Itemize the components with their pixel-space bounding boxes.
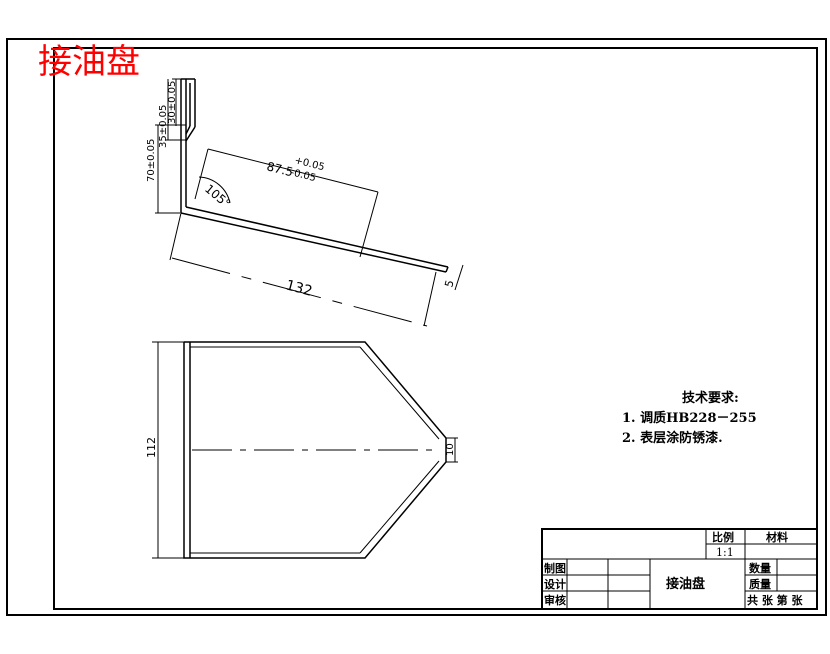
lip-bend-a [185, 125, 191, 135]
stamp-title: 接油盘 [38, 42, 140, 82]
tb-sheet-info: 共 张 第 张 [747, 593, 803, 607]
dim-87-ext-right [359, 191, 379, 258]
tb-drawn-label: 制图 [544, 561, 566, 575]
dim-132-line [171, 257, 428, 327]
plate-top-line [185, 206, 449, 268]
dim-132-ext-left [169, 212, 182, 261]
angle-arc [198, 176, 231, 204]
tb-scale-label: 比例 [712, 530, 734, 544]
dim-5-label: 5 [442, 279, 456, 289]
title-block-border [541, 528, 818, 610]
tech-heading: 技术要求: [682, 390, 739, 406]
dim-87-label: 87.5 [265, 159, 294, 179]
tb-scale-value: 1:1 [716, 546, 734, 559]
lip-bend-b [185, 126, 196, 142]
tb-review-label: 审核 [544, 593, 566, 607]
angle-label: 105° [202, 182, 233, 211]
pan-slope-inner-top [359, 346, 440, 440]
plan-view: 112 10 [145, 341, 458, 559]
dim-30-label: 30±0.05 [167, 81, 178, 124]
dim-87-ext-left [194, 148, 209, 200]
dim-87-line [207, 148, 379, 193]
plate-bottom-line [180, 212, 447, 273]
pan-slope-inner-bottom [359, 460, 440, 554]
dim-132-ext-right [423, 271, 437, 327]
tb-weight-label: 质量 [749, 577, 771, 591]
dim-5-line [454, 264, 464, 291]
plate-end-edge [445, 266, 449, 273]
title-block: 比例 材料 1:1 制图 设计 审核 接油盘 数量 质量 共 张 第 张 [541, 528, 818, 610]
dim-70-label: 70±0.05 [146, 139, 157, 182]
dim-132-label: 132 [284, 277, 314, 299]
tech-item-2: 2. 表层涂防锈漆. [622, 430, 723, 446]
tb-design-label: 设计 [544, 577, 566, 591]
dim-10-label: 10 [445, 443, 456, 456]
tb-qty-label: 数量 [749, 561, 771, 575]
inner-frame [53, 47, 818, 610]
outer-frame [6, 38, 827, 616]
tb-material-label: 材料 [766, 530, 788, 544]
tech-requirements: 技术要求: 1. 调质HB228－255 2. 表层涂防锈漆. [622, 390, 757, 446]
dim-112-label: 112 [145, 437, 158, 458]
tech-item-1: 1. 调质HB228－255 [622, 410, 757, 426]
side-view: 70±0.05 35±0.05 30±0.05 87.5 +0.05 -0.05… [146, 78, 464, 327]
dim-35-label: 35±0.05 [158, 105, 169, 148]
tb-part-name: 接油盘 [666, 576, 705, 592]
